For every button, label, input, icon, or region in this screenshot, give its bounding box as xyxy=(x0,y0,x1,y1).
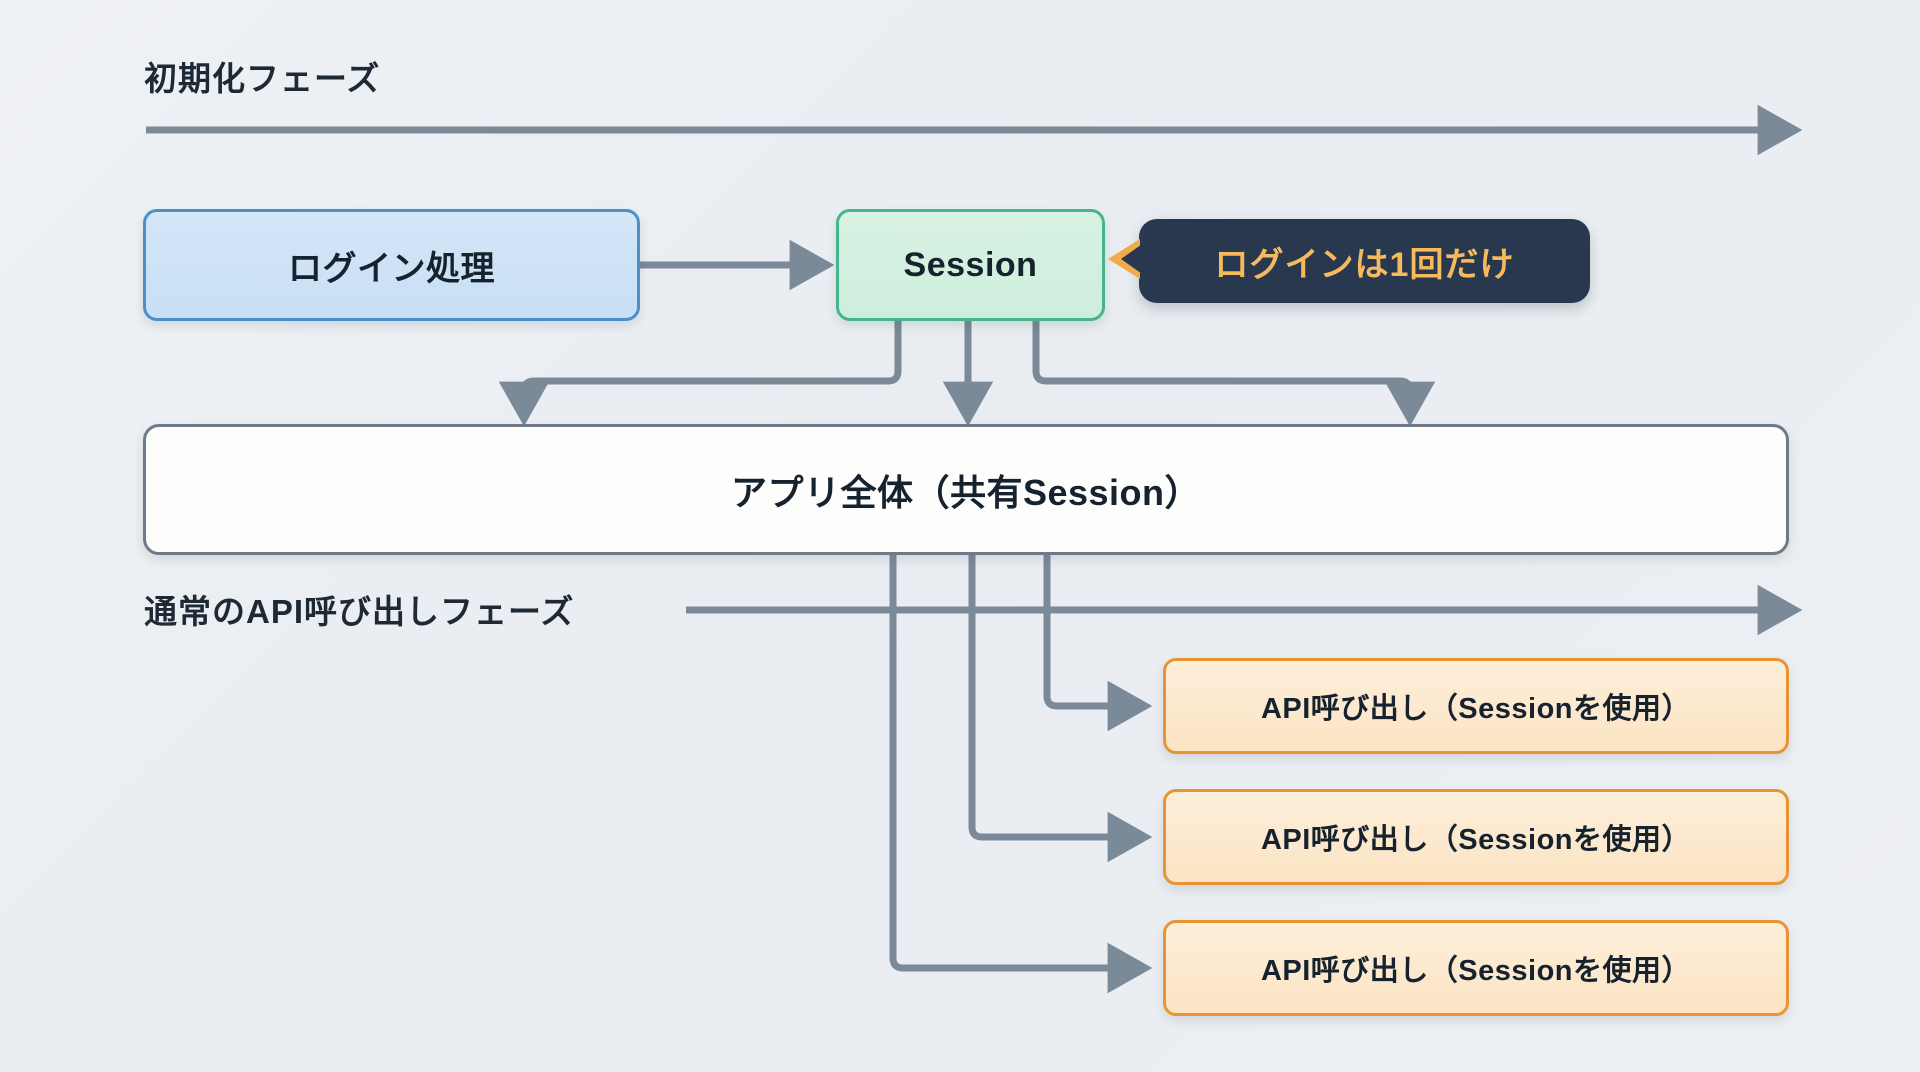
node-api-call-1[interactable]: API呼び出し（Sessionを使用） xyxy=(1163,658,1789,754)
node-session[interactable]: Session xyxy=(836,209,1105,321)
node-session-label: Session xyxy=(903,245,1038,284)
callout-tail-inner-icon xyxy=(1121,242,1145,276)
node-api-call-3-label: API呼び出し（Sessionを使用） xyxy=(1260,955,1692,987)
node-api-call-2[interactable]: API呼び出し（Sessionを使用） xyxy=(1163,789,1789,885)
node-login-process-label: ログイン処理 xyxy=(288,249,495,288)
connector-app-to-api-1 xyxy=(1043,551,1153,732)
node-app-shared-session-label: アプリ全体（共有Session） xyxy=(730,471,1202,513)
phase-label-api-calls: 通常のAPI呼び出しフェーズ xyxy=(144,593,575,630)
connector-app-to-api-3 xyxy=(889,551,1153,994)
callout-login-once: ログインは1回だけ xyxy=(1108,219,1590,303)
connector-session-to-app-right xyxy=(1032,317,1436,427)
node-api-call-3[interactable]: API呼び出し（Sessionを使用） xyxy=(1163,920,1789,1016)
node-api-call-2-label: API呼び出し（Sessionを使用） xyxy=(1260,824,1692,856)
callout-text: ログインは1回だけ xyxy=(1214,245,1515,284)
connector-session-to-app-left xyxy=(498,317,902,427)
node-app-shared-session[interactable]: アプリ全体（共有Session） xyxy=(143,424,1789,555)
node-login-process[interactable]: ログイン処理 xyxy=(143,209,640,321)
phase-label-initialization: 初期化フェーズ xyxy=(144,60,381,97)
connector-app-to-api-2 xyxy=(968,551,1153,863)
node-api-call-1-label: API呼び出し（Sessionを使用） xyxy=(1260,693,1692,725)
